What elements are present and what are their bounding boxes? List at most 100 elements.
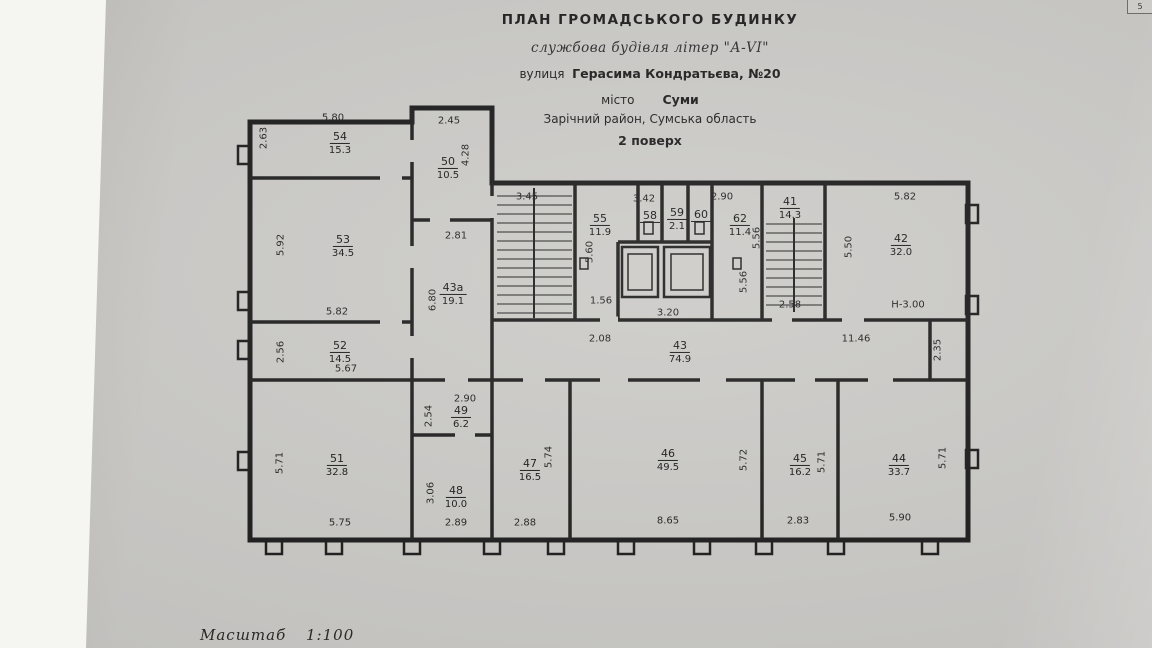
dimension-label: 8.65	[656, 515, 680, 527]
room-number: 41	[779, 195, 800, 210]
dimension-label: 5.82	[893, 191, 917, 203]
dimension-label: 2.58	[778, 299, 802, 311]
city-value: Суми	[662, 92, 699, 107]
street-line: вулиця Герасима Кондратьєва, №20	[519, 66, 780, 81]
room-number: 62	[729, 212, 750, 227]
room-area: 11.9	[588, 227, 612, 239]
dimension-label: 1.56	[589, 295, 613, 307]
room-area: 33.7	[887, 467, 911, 479]
room-area: 14.5	[328, 354, 352, 366]
street-value: Герасима Кондратьєва, №20	[572, 66, 781, 81]
dimension-label: 5.71	[274, 451, 286, 475]
city-line: місто Суми	[601, 92, 699, 107]
dimension-label: 5.56	[751, 226, 763, 250]
dimension-label: 2.81	[444, 230, 468, 242]
room-number: 58	[640, 209, 660, 224]
elevator-shafts	[620, 245, 712, 299]
stair-left	[497, 188, 572, 318]
dimension-label: 5.56	[738, 270, 750, 294]
room-number: 51	[326, 452, 347, 467]
scale-value: 1:100	[306, 626, 355, 644]
dimension-label: 3.42	[632, 193, 656, 205]
dimension-label: 5.67	[334, 363, 358, 375]
scale-note: Масштаб 1:100	[200, 626, 354, 644]
dimension-label: 3.20	[656, 307, 680, 319]
room-area: 14.3	[778, 210, 802, 222]
dimension-label: 5.60	[584, 240, 596, 264]
room-number: 43	[669, 339, 690, 354]
dimension-label: 5.80	[321, 112, 345, 124]
city-label: місто	[601, 93, 635, 107]
room-number: 59	[667, 206, 687, 221]
dimension-label: 5.75	[328, 517, 352, 529]
stair-right	[766, 218, 822, 312]
dimension-label: 4.28	[460, 143, 472, 167]
room-number: 54	[329, 130, 350, 145]
room-number: 42	[890, 232, 911, 247]
district-line: Зарічний район, Сумська область	[543, 112, 757, 126]
room-area: 11.4	[728, 227, 752, 239]
street-label: вулиця	[519, 67, 565, 81]
room-number: 48	[445, 484, 466, 499]
room-area: 74.9	[668, 354, 692, 366]
scale-label: Масштаб	[200, 626, 287, 644]
room-number: 53	[332, 233, 353, 248]
room-area: 10.5	[436, 170, 460, 182]
dimension-label: 2.63	[258, 126, 270, 150]
dimension-label: 2.45	[437, 115, 461, 127]
room-number: 49	[451, 404, 471, 419]
dimension-label: 11.46	[841, 333, 871, 345]
room-area: 15.3	[328, 145, 352, 157]
dimension-label: 2.08	[588, 333, 612, 345]
dimension-label: 5.90	[888, 512, 912, 524]
room-area: 16.5	[518, 472, 542, 484]
dimension-label: 5.82	[325, 306, 349, 318]
dimension-label: 3.45	[515, 191, 539, 203]
dimension-label: 5.92	[275, 233, 287, 257]
room-area: 6.2	[453, 419, 469, 431]
room-area: 32.8	[325, 467, 349, 479]
room-label-60: 60	[691, 204, 711, 223]
room-number: 60	[691, 208, 711, 223]
room-area: 19.1	[441, 296, 465, 308]
room-number: 52	[329, 339, 350, 354]
room-number: 55	[589, 212, 610, 227]
room-area: 16.2	[788, 467, 812, 479]
page-corner-number: 5	[1127, 0, 1152, 14]
dimension-label: 5.74	[543, 445, 555, 469]
room-label-58: 58	[640, 205, 660, 224]
dimension-label: 5.72	[738, 448, 750, 472]
room-number: 50	[437, 155, 458, 170]
dimension-label: 5.50	[843, 235, 855, 259]
dimension-label: 2.83	[786, 515, 810, 527]
outer-walls	[247, 105, 971, 543]
room-number: 44	[888, 452, 909, 467]
room-area: 34.5	[331, 248, 355, 260]
interior-walls	[250, 108, 968, 540]
dimension-label: 6.80	[427, 288, 439, 312]
dimension-label: 2.56	[275, 340, 287, 364]
dimension-label: 2.88	[513, 517, 537, 529]
room-number: 47	[519, 457, 540, 472]
dimension-label: 2.90	[710, 191, 734, 203]
floor-line: 2 поверх	[618, 133, 682, 148]
building-designation: службова будівля літер "А-VI"	[531, 40, 769, 56]
